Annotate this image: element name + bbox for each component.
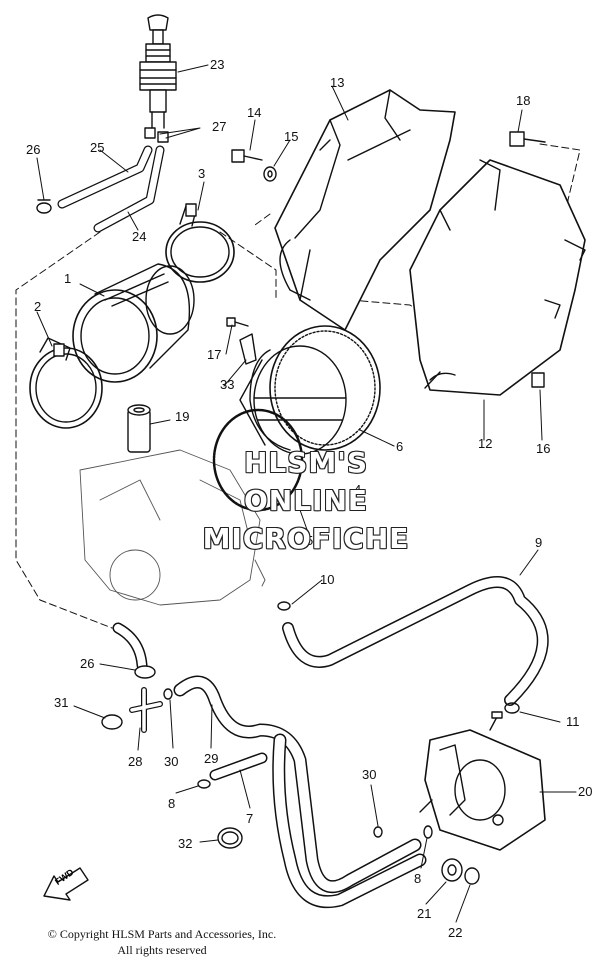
callout-28: 28 bbox=[128, 754, 143, 769]
part-12-airbox-case bbox=[409, 159, 586, 396]
callout-6: 6 bbox=[396, 439, 404, 454]
part-10-clip bbox=[277, 601, 291, 611]
callout-22: 22 bbox=[448, 925, 463, 940]
part-24-hose bbox=[93, 145, 165, 233]
callout-27: 27 bbox=[212, 119, 227, 134]
callout-25: 25 bbox=[90, 140, 105, 155]
part-29-hose bbox=[173, 675, 422, 894]
callout-21: 21 bbox=[417, 906, 432, 921]
part-17-screw bbox=[226, 317, 249, 327]
callout-16: 16 bbox=[536, 441, 551, 456]
callout-30-left: 30 bbox=[164, 754, 179, 769]
callout-26-lower: 26 bbox=[80, 656, 95, 671]
part-32-clamp bbox=[217, 827, 243, 849]
part-22-collar bbox=[464, 867, 480, 885]
callout-31: 31 bbox=[54, 695, 69, 710]
callout-15: 15 bbox=[284, 129, 299, 144]
lower-hose bbox=[272, 733, 427, 909]
part-15-washer bbox=[263, 166, 277, 182]
callout-20: 20 bbox=[578, 784, 593, 799]
callout-3: 3 bbox=[198, 166, 206, 181]
part-33-bracket bbox=[239, 333, 257, 365]
part-6-filter bbox=[239, 325, 381, 455]
part-31-clip bbox=[101, 714, 123, 730]
callout-18: 18 bbox=[516, 93, 531, 108]
callout-30-right: 30 bbox=[362, 767, 377, 782]
callout-26-upper: 26 bbox=[26, 142, 41, 157]
callout-33: 33 bbox=[220, 377, 235, 392]
callout-5: 5 bbox=[306, 533, 314, 548]
callout-8-left: 8 bbox=[168, 796, 176, 811]
part-16-nut bbox=[531, 372, 545, 388]
callout-17: 17 bbox=[207, 347, 222, 362]
part-23-valve bbox=[139, 14, 177, 129]
callout-29: 29 bbox=[204, 751, 219, 766]
callout-9: 9 bbox=[535, 535, 543, 550]
part-25-hose bbox=[57, 145, 153, 209]
callout-24: 24 bbox=[132, 229, 147, 244]
engine-outline bbox=[79, 449, 266, 606]
part-8-clip-a bbox=[197, 779, 211, 789]
part-27-fittings bbox=[144, 127, 169, 143]
watermark-line-3: MICROFICHE bbox=[202, 522, 410, 555]
callout-1: 1 bbox=[64, 271, 72, 286]
part-30-clip-a bbox=[163, 688, 173, 700]
callout-12: 12 bbox=[478, 436, 493, 451]
callout-14: 14 bbox=[247, 105, 262, 120]
copyright-line-2: All rights reserved bbox=[117, 942, 207, 957]
part-26-hose-lower bbox=[112, 622, 156, 679]
part-5-oring bbox=[212, 408, 304, 512]
part-18-bolt bbox=[509, 131, 546, 147]
copyright-line-1: © Copyright HLSM Parts and Accessories, … bbox=[47, 927, 277, 941]
part-26-clip-upper bbox=[36, 199, 52, 214]
part-1-intake-joint bbox=[72, 263, 195, 383]
callout-11: 11 bbox=[566, 714, 580, 729]
callout-2: 2 bbox=[34, 299, 42, 314]
part-19-sleeve bbox=[127, 404, 151, 453]
callout-8-right: 8 bbox=[414, 871, 422, 886]
callout-7: 7 bbox=[246, 811, 254, 826]
watermark-line-1: HLSM'S bbox=[243, 446, 369, 479]
part-7-hose bbox=[209, 752, 268, 781]
leader-lines bbox=[36, 64, 577, 923]
part-20-pump bbox=[419, 711, 546, 851]
callout-19: 19 bbox=[175, 409, 190, 424]
part-13-airbox-cover bbox=[274, 89, 456, 331]
callout-23: 23 bbox=[210, 57, 225, 72]
callout-4: 4 bbox=[354, 482, 362, 497]
callout-32: 32 bbox=[178, 836, 193, 851]
part-9-hose bbox=[282, 576, 549, 706]
fwd-arrow-icon bbox=[43, 867, 89, 901]
part-2-clamp bbox=[29, 337, 103, 429]
watermark-line-2: ONLINE bbox=[243, 484, 369, 517]
part-3-clamp bbox=[165, 203, 235, 283]
part-14-bolt bbox=[231, 149, 263, 163]
part-21-grommet bbox=[441, 858, 463, 882]
part-30-clip-b bbox=[373, 826, 383, 838]
copyright-notice: © Copyright HLSM Parts and Accessories, … bbox=[12, 927, 312, 958]
part-11-clip bbox=[504, 702, 520, 714]
callout-13: 13 bbox=[330, 75, 345, 90]
callout-10: 10 bbox=[320, 572, 335, 587]
part-8-clip-b bbox=[423, 825, 433, 839]
part-28-tee bbox=[129, 687, 163, 733]
